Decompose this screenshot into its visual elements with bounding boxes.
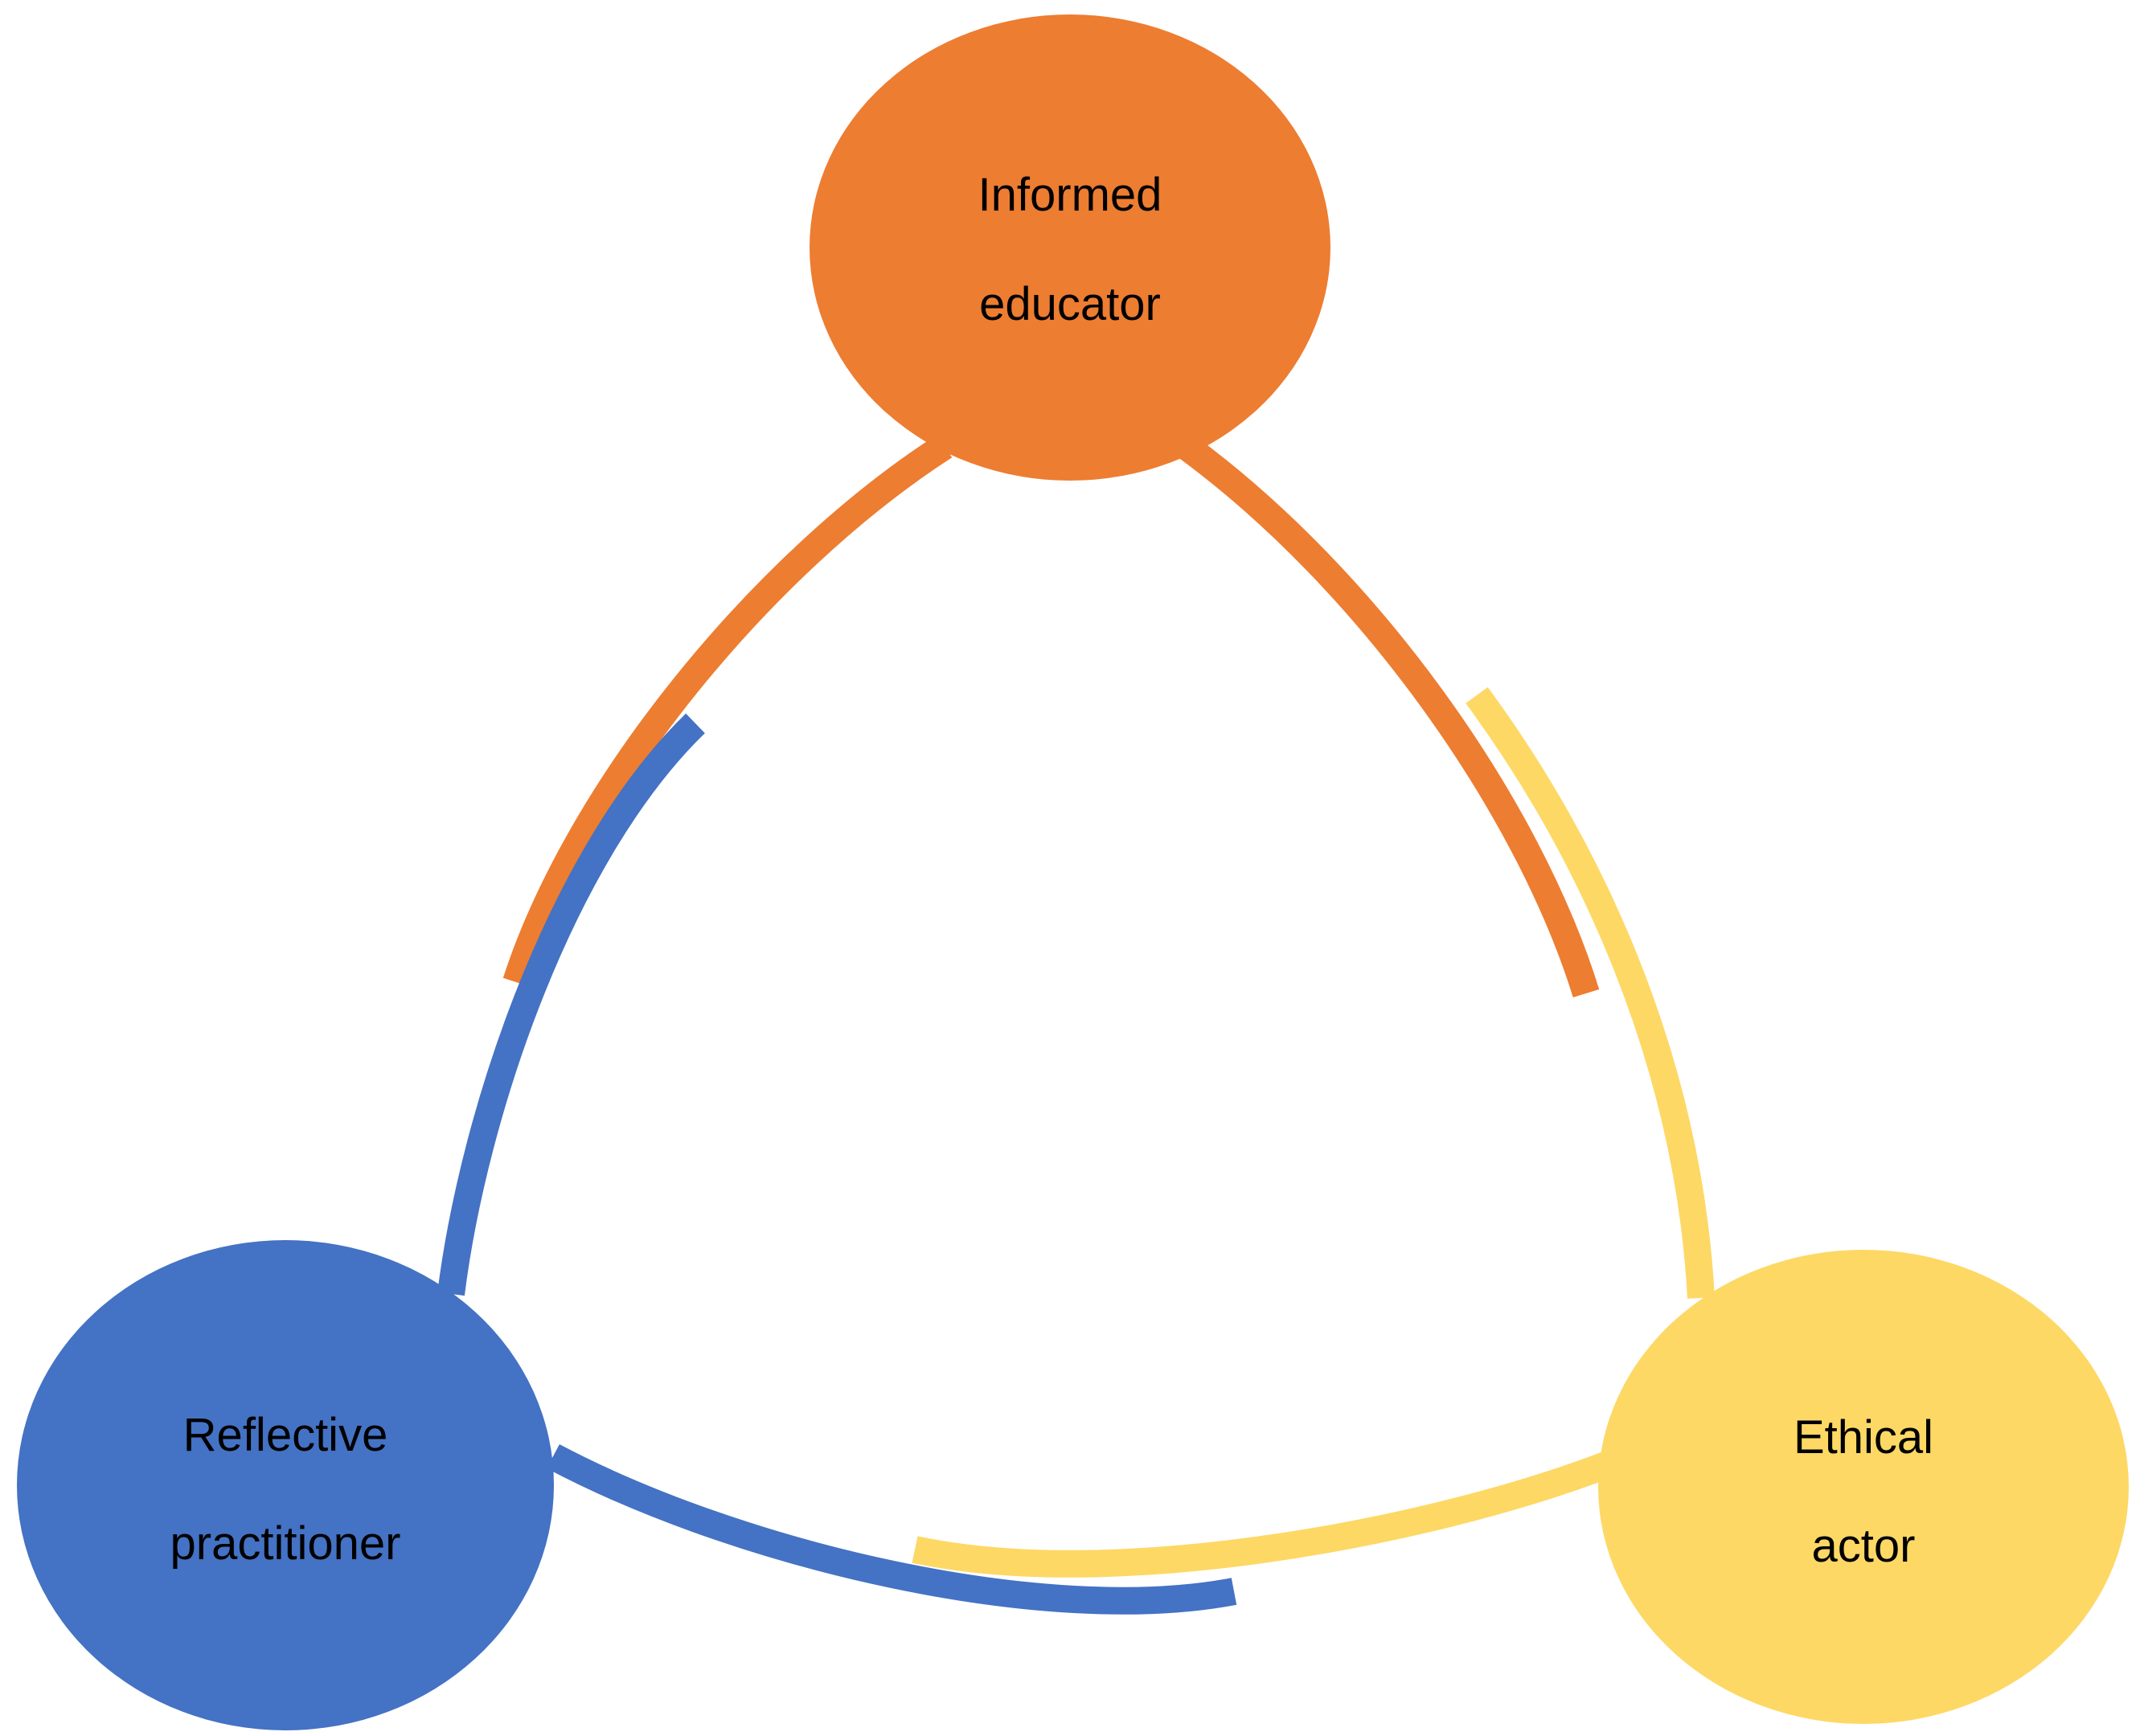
arc-blue-upper xyxy=(437,713,705,1296)
node-circle-ethical-actor xyxy=(1598,1250,2129,1724)
node-circle-reflective-practitioner xyxy=(17,1240,554,1730)
arc-orange-right xyxy=(1177,435,1600,998)
node-circle-informed-educator xyxy=(810,14,1330,481)
node-label-line2: actor xyxy=(1812,1520,1916,1572)
node-label-line1: Ethical xyxy=(1794,1411,1933,1464)
arc-orange-left xyxy=(502,434,953,987)
arc-blue-lower xyxy=(547,1443,1237,1615)
node-label-line1: Informed xyxy=(978,169,1162,221)
node-informed-educator: Informed educator xyxy=(810,14,1330,481)
node-ethical-actor: Ethical actor xyxy=(1598,1250,2129,1724)
node-label-line2: educator xyxy=(979,278,1161,330)
node-reflective-practitioner: Reflective practitioner xyxy=(17,1240,554,1730)
node-label-line1: Reflective xyxy=(183,1409,388,1461)
arc-yellow-upper xyxy=(1466,686,1715,1299)
connector-arcs xyxy=(437,434,1715,1615)
node-label-line2: practitioner xyxy=(170,1517,401,1570)
arc-yellow-lower xyxy=(912,1451,1613,1578)
